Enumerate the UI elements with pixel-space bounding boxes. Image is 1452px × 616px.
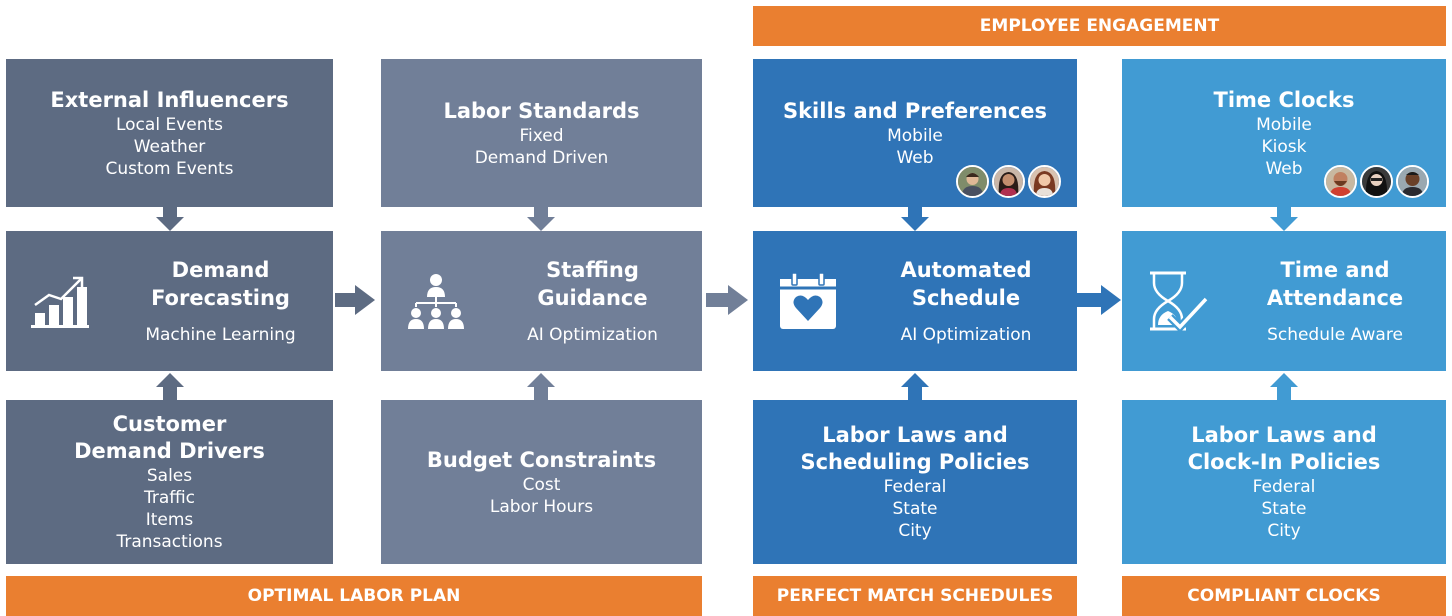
- box-title-line: Guidance: [537, 286, 648, 310]
- customer-demand-drivers-box: Customer Demand Drivers Sales Traffic It…: [6, 400, 333, 564]
- box-subtitle: AI Optimization: [900, 325, 1032, 345]
- avatar: [1396, 165, 1429, 198]
- box-line: Fixed: [519, 125, 564, 146]
- optimal-labor-plan-banner: OPTIMAL LABOR PLAN: [6, 576, 702, 616]
- box-title-line: Staffing: [546, 258, 639, 282]
- down-arrow-icon: [901, 207, 929, 231]
- banner-label: COMPLIANT CLOCKS: [1187, 586, 1381, 606]
- avatar: [1360, 165, 1393, 198]
- box-line: Transactions: [116, 532, 223, 552]
- box-subtitle: AI Optimization: [527, 325, 658, 345]
- growth-chart-icon: [6, 273, 116, 329]
- box-line: Items: [145, 510, 194, 530]
- box-line: Weather: [133, 136, 206, 157]
- down-arrow-icon: [527, 207, 555, 231]
- box-title: Labor Standards: [443, 98, 640, 123]
- labor-laws-clockin-box: Labor Laws and Clock-In Policies Federal…: [1122, 400, 1446, 564]
- banner-label: EMPLOYEE ENGAGEMENT: [979, 16, 1220, 36]
- box-title: External Influencers: [50, 87, 289, 112]
- box-title-line: Time and: [1280, 258, 1390, 282]
- avatar: [992, 165, 1025, 198]
- time-attendance-box: Time and Attendance Schedule Aware: [1122, 231, 1446, 371]
- box-title-line: Demand Drivers: [74, 439, 265, 463]
- labor-laws-scheduling-box: Labor Laws and Scheduling Policies Feder…: [753, 400, 1077, 564]
- box-line: Web: [896, 147, 934, 168]
- box-line: Sales: [146, 466, 193, 486]
- hourglass-check-icon: [1122, 269, 1232, 333]
- box-line: City: [1267, 521, 1301, 541]
- box-title-line: Clock-In Policies: [1187, 450, 1381, 474]
- perfect-match-schedules-banner: PERFECT MATCH SCHEDULES: [753, 576, 1077, 616]
- box-line: Mobile: [887, 125, 943, 146]
- avatar: [956, 165, 989, 198]
- demand-forecasting-box: Demand Forecasting Machine Learning: [6, 231, 333, 371]
- box-title-line: Schedule: [911, 286, 1021, 310]
- box-subtitle: Machine Learning: [145, 325, 296, 345]
- right-arrow-icon: [706, 285, 748, 315]
- banner-label: PERFECT MATCH SCHEDULES: [776, 586, 1054, 606]
- staffing-guidance-box: Staffing Guidance AI Optimization: [381, 231, 702, 371]
- labor-standards-box: Labor Standards Fixed Demand Driven: [381, 59, 702, 207]
- box-title-line: Labor Laws and: [822, 423, 1008, 447]
- calendar-heart-icon: [753, 271, 863, 331]
- box-line: Labor Hours: [489, 496, 594, 517]
- box-line: City: [898, 521, 932, 541]
- box-title-line: Attendance: [1266, 286, 1404, 310]
- up-arrow-icon: [901, 373, 929, 400]
- down-arrow-icon: [1270, 207, 1298, 231]
- box-line: Kiosk: [1261, 136, 1307, 157]
- box-line: State: [1261, 499, 1307, 519]
- box-title: Budget Constraints: [426, 447, 657, 472]
- time-clocks-box: Time Clocks Mobile Kiosk Web: [1122, 59, 1446, 207]
- box-title-line: Customer: [112, 412, 227, 436]
- right-arrow-icon: [1077, 285, 1121, 315]
- box-line: Federal: [883, 477, 947, 497]
- budget-constraints-box: Budget Constraints Cost Labor Hours: [381, 400, 702, 564]
- box-line: Web: [1265, 158, 1303, 179]
- box-line: State: [892, 499, 938, 519]
- right-arrow-icon: [335, 285, 375, 315]
- up-arrow-icon: [1270, 373, 1298, 400]
- avatar-group: [956, 165, 1061, 198]
- box-line: Federal: [1252, 477, 1316, 497]
- box-line: Local Events: [115, 114, 224, 135]
- org-chart-icon: [381, 273, 491, 329]
- up-arrow-icon: [527, 373, 555, 400]
- box-line: Mobile: [1256, 114, 1312, 135]
- skills-preferences-box: Skills and Preferences Mobile Web: [753, 59, 1077, 207]
- external-influencers-box: External Influencers Local Events Weathe…: [6, 59, 333, 207]
- box-title: Time Clocks: [1213, 87, 1355, 112]
- box-title-line: Automated: [900, 258, 1032, 282]
- box-title-line: Forecasting: [151, 286, 290, 310]
- box-line: Demand Driven: [474, 147, 609, 168]
- box-title-line: Labor Laws and: [1191, 423, 1377, 447]
- box-line: Custom Events: [105, 158, 234, 179]
- employee-engagement-banner: EMPLOYEE ENGAGEMENT: [753, 6, 1446, 46]
- avatar: [1028, 165, 1061, 198]
- box-title-line: Scheduling Policies: [800, 450, 1030, 474]
- up-arrow-icon: [156, 373, 184, 400]
- compliant-clocks-banner: COMPLIANT CLOCKS: [1122, 576, 1446, 616]
- box-title-line: Demand: [171, 258, 270, 282]
- avatar-group: [1324, 165, 1429, 198]
- banner-label: OPTIMAL LABOR PLAN: [247, 586, 461, 606]
- box-line: Cost: [522, 474, 561, 495]
- box-subtitle: Schedule Aware: [1267, 325, 1403, 345]
- down-arrow-icon: [156, 207, 184, 231]
- avatar: [1324, 165, 1357, 198]
- box-line: Traffic: [143, 488, 196, 508]
- box-title: Skills and Preferences: [782, 98, 1048, 123]
- automated-schedule-box: Automated Schedule AI Optimization: [753, 231, 1077, 371]
